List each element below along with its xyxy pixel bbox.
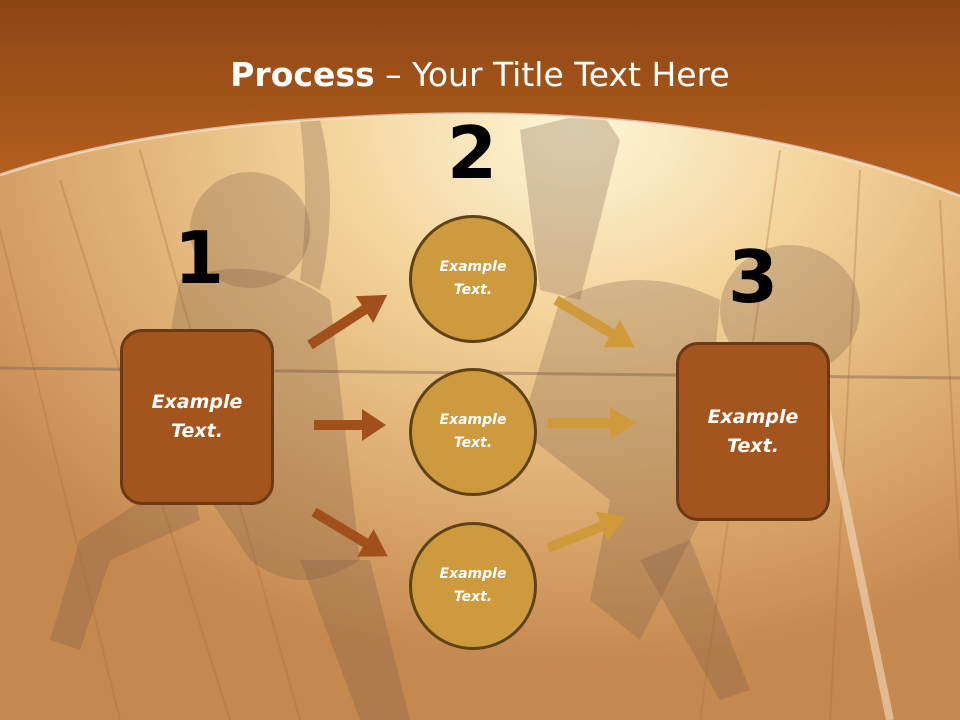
step-number-2: 2 (446, 111, 498, 195)
step-number-3: 3 (727, 235, 779, 319)
process-box-right[interactable]: Example Text. (676, 342, 830, 521)
process-circle-middle[interactable]: Example Text. (409, 368, 537, 496)
process-box-left[interactable]: Example Text. (120, 329, 274, 505)
slide-title: Process – Your Title Text Here (0, 52, 960, 98)
process-circle-bottom[interactable]: Example Text. (409, 522, 537, 650)
process-circle-middle-label: Example Text. (439, 412, 507, 451)
process-box-right-label: Example Text. (707, 405, 799, 457)
process-circle-top[interactable]: Example Text. (409, 215, 537, 343)
title-bold: Process (230, 55, 375, 94)
process-circle-top-label: Example Text. (439, 259, 507, 298)
process-circle-bottom-label: Example Text. (439, 566, 507, 605)
title-rest: – Your Title Text Here (374, 55, 730, 94)
step-number-1: 1 (173, 216, 225, 300)
process-box-left-label: Example Text. (151, 391, 243, 442)
